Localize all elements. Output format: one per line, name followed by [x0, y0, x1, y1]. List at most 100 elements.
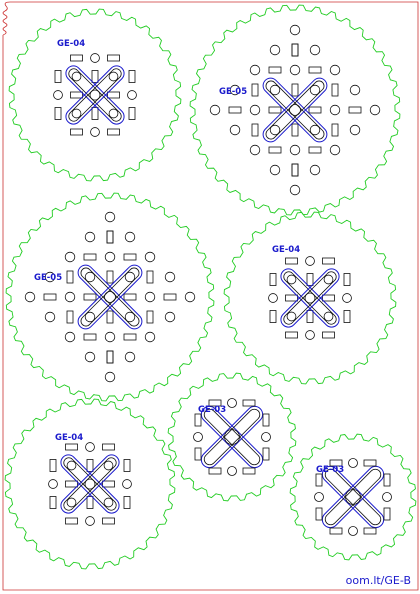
hole-circle: [224, 429, 240, 445]
hole-circle: [84, 478, 96, 490]
hole-circle: [64, 251, 76, 263]
hole-circle: [286, 311, 297, 322]
hole-circle: [305, 330, 315, 340]
gear-label: GE-04: [57, 39, 85, 49]
slot-vertical: [146, 270, 154, 284]
hole-circle: [309, 84, 321, 96]
hole-circle: [289, 24, 301, 36]
slot-horizontal: [65, 480, 78, 488]
hole-circle: [144, 251, 156, 263]
hole-circle: [104, 211, 116, 223]
hole-circle: [286, 274, 297, 285]
hole-circle: [309, 124, 321, 136]
slot-horizontal: [329, 459, 343, 467]
cross-arm: [321, 465, 385, 529]
gear-1: GE-04: [8, 8, 182, 182]
cross-slot-outer: [65, 65, 125, 125]
slot-horizontal: [363, 459, 377, 467]
hole-circle: [305, 256, 315, 266]
hole-circle: [124, 311, 136, 323]
gear-label: GE-03: [198, 405, 226, 415]
hole-circle: [144, 331, 156, 343]
slot-horizontal: [285, 294, 298, 302]
slot-vertical: [331, 123, 339, 137]
hole-circle: [124, 351, 136, 363]
slot-horizontal: [268, 146, 282, 154]
hole-circle: [289, 64, 301, 76]
cross-slot-inner: [203, 408, 261, 466]
slot-vertical: [128, 70, 136, 83]
hole-circle: [227, 466, 237, 476]
slot-vertical: [54, 70, 62, 83]
slot-horizontal: [102, 443, 115, 451]
slot-vertical: [343, 310, 351, 323]
hole-circle: [124, 271, 136, 283]
slot-vertical: [343, 273, 351, 286]
slot-horizontal: [308, 66, 322, 74]
slot-horizontal: [123, 293, 137, 301]
hole-circle: [329, 104, 341, 116]
slot-horizontal: [83, 253, 97, 261]
slot-horizontal: [65, 443, 78, 451]
hole-circle: [164, 311, 176, 323]
slot-vertical: [123, 459, 131, 472]
slot-horizontal: [363, 527, 377, 535]
hole-circle: [64, 291, 76, 303]
cross-arm: [262, 77, 328, 143]
cross-slot-inner: [265, 80, 325, 140]
slot-horizontal: [308, 106, 322, 114]
slot-vertical: [54, 107, 62, 120]
slot-horizontal: [107, 128, 120, 136]
hole-circle: [289, 104, 301, 116]
gear-label: GE-03: [316, 465, 344, 475]
cross-slot-outer: [280, 268, 340, 328]
cross-slot-outer: [77, 264, 143, 330]
gear-label: GE-04: [55, 433, 83, 443]
cross-slot-outer: [321, 465, 385, 529]
slot-vertical: [269, 310, 277, 323]
slot-vertical: [106, 310, 114, 324]
hole-circle: [48, 479, 58, 489]
hole-circle: [144, 291, 156, 303]
hole-circle: [269, 164, 281, 176]
hole-circle: [24, 291, 36, 303]
gear-2: GE-05: [189, 4, 401, 216]
slot-horizontal: [322, 257, 335, 265]
slot-horizontal: [308, 146, 322, 154]
hole-circle: [348, 458, 358, 468]
hole-circle: [104, 251, 116, 263]
hole-circle: [309, 164, 321, 176]
slot-horizontal: [107, 54, 120, 62]
hole-circle: [104, 331, 116, 343]
cross-arm: [77, 264, 143, 330]
hole-circle: [104, 291, 116, 303]
hole-circle: [329, 144, 341, 156]
slot-horizontal: [285, 257, 298, 265]
hole-circle: [289, 144, 301, 156]
gear-3: GE-05: [5, 192, 215, 402]
gear-5: GE-03: [167, 372, 297, 502]
hole-circle: [89, 89, 101, 101]
slot-vertical: [251, 83, 259, 97]
cross-slot-outer: [77, 264, 143, 330]
hole-circle: [53, 90, 63, 100]
gear-6: GE-04: [4, 398, 176, 570]
slot-horizontal: [70, 128, 83, 136]
hole-circle: [84, 311, 96, 323]
hole-circle: [348, 526, 358, 536]
hole-circle: [184, 291, 196, 303]
gear-label: GE-05: [219, 87, 247, 97]
slot-horizontal: [123, 333, 137, 341]
slot-horizontal: [242, 467, 256, 475]
gear-7: GE-03: [289, 433, 417, 561]
slot-horizontal: [322, 294, 335, 302]
slot-vertical: [315, 507, 323, 521]
slot-vertical: [91, 70, 99, 83]
slot-vertical: [331, 83, 339, 97]
hole-circle: [127, 90, 137, 100]
slot-horizontal: [208, 399, 222, 407]
slot-horizontal: [102, 480, 115, 488]
slot-vertical: [49, 459, 57, 472]
slot-horizontal: [228, 106, 242, 114]
